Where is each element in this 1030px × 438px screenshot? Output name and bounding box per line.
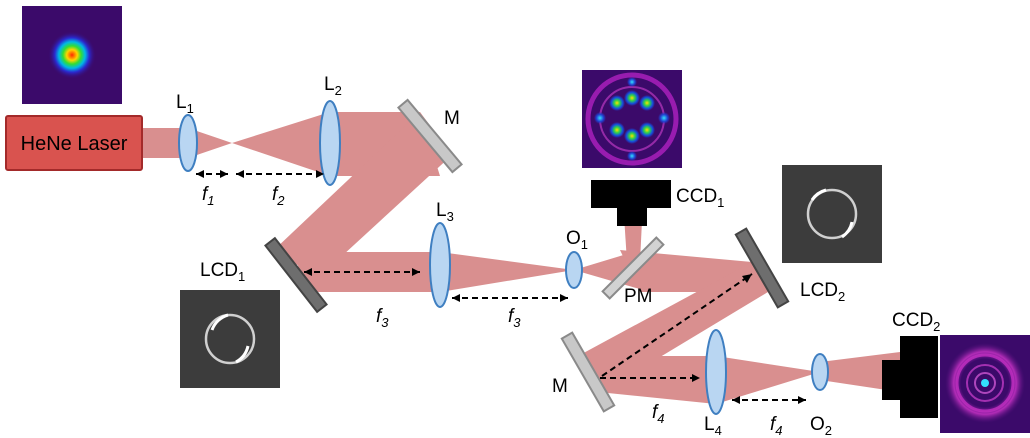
laser-body — [5, 115, 143, 171]
beam-l4-to-o2 — [716, 356, 820, 404]
lens-l2 — [319, 100, 341, 186]
lcd2-hologram-image — [782, 165, 882, 263]
label-ccd1: CCD1 — [676, 186, 724, 210]
lcd1-panel — [264, 236, 328, 314]
label-f4-right: f4 — [770, 414, 783, 438]
objective-o2 — [811, 353, 829, 391]
label-l1: L1 — [176, 92, 194, 116]
label-o1: O1 — [566, 228, 588, 252]
beam-l1-focus — [188, 128, 232, 158]
label-l4: L4 — [704, 414, 722, 438]
gaussian-profile-image — [22, 6, 122, 104]
beam-mirror-to-lcd1 — [274, 112, 452, 278]
hene-laser: HeNe Laser — [5, 115, 143, 171]
arrow-heads — [196, 170, 806, 404]
beam-m-to-l4 — [590, 356, 716, 404]
label-f1: f1 — [202, 184, 215, 208]
beam-focus-to-l2 — [232, 112, 330, 176]
label-ccd2: CCD2 — [892, 310, 940, 334]
arrow-lcd2-diag — [601, 273, 753, 377]
label-pm: PM — [624, 286, 653, 307]
laser-label: HeNe Laser — [21, 133, 128, 155]
ccd1-mode-image — [582, 70, 682, 168]
beam-l3-to-o1 — [440, 252, 574, 292]
ccd1-camera — [591, 180, 671, 226]
label-l3: L3 — [436, 200, 454, 224]
mirror-top — [396, 98, 464, 174]
label-f3-left: f3 — [376, 306, 389, 330]
mirror-bottom — [560, 331, 616, 413]
label-mirror-bottom: M — [552, 376, 568, 397]
label-f2: f2 — [272, 184, 285, 208]
label-lcd1: LCD1 — [200, 260, 245, 284]
ccd2-mode-image — [940, 335, 1030, 433]
label-f3-right: f3 — [508, 306, 521, 330]
beam-o2-to-ccd2 — [820, 352, 900, 392]
lens-l1 — [178, 114, 198, 172]
beam-laser-to-l1 — [142, 128, 188, 158]
label-f4-left: f4 — [652, 402, 665, 426]
ccd2-camera — [882, 336, 938, 418]
lcd1-hologram-image — [180, 290, 280, 388]
label-o2: O2 — [810, 414, 832, 438]
lens-l4 — [705, 329, 727, 415]
lens-l3 — [429, 222, 451, 308]
objective-o1 — [565, 251, 583, 289]
label-mirror-top: M — [444, 108, 460, 129]
label-lcd2: LCD2 — [800, 280, 845, 304]
label-l2: L2 — [324, 74, 342, 98]
lcd2-panel — [734, 227, 790, 309]
pickoff-mirror — [601, 236, 665, 300]
